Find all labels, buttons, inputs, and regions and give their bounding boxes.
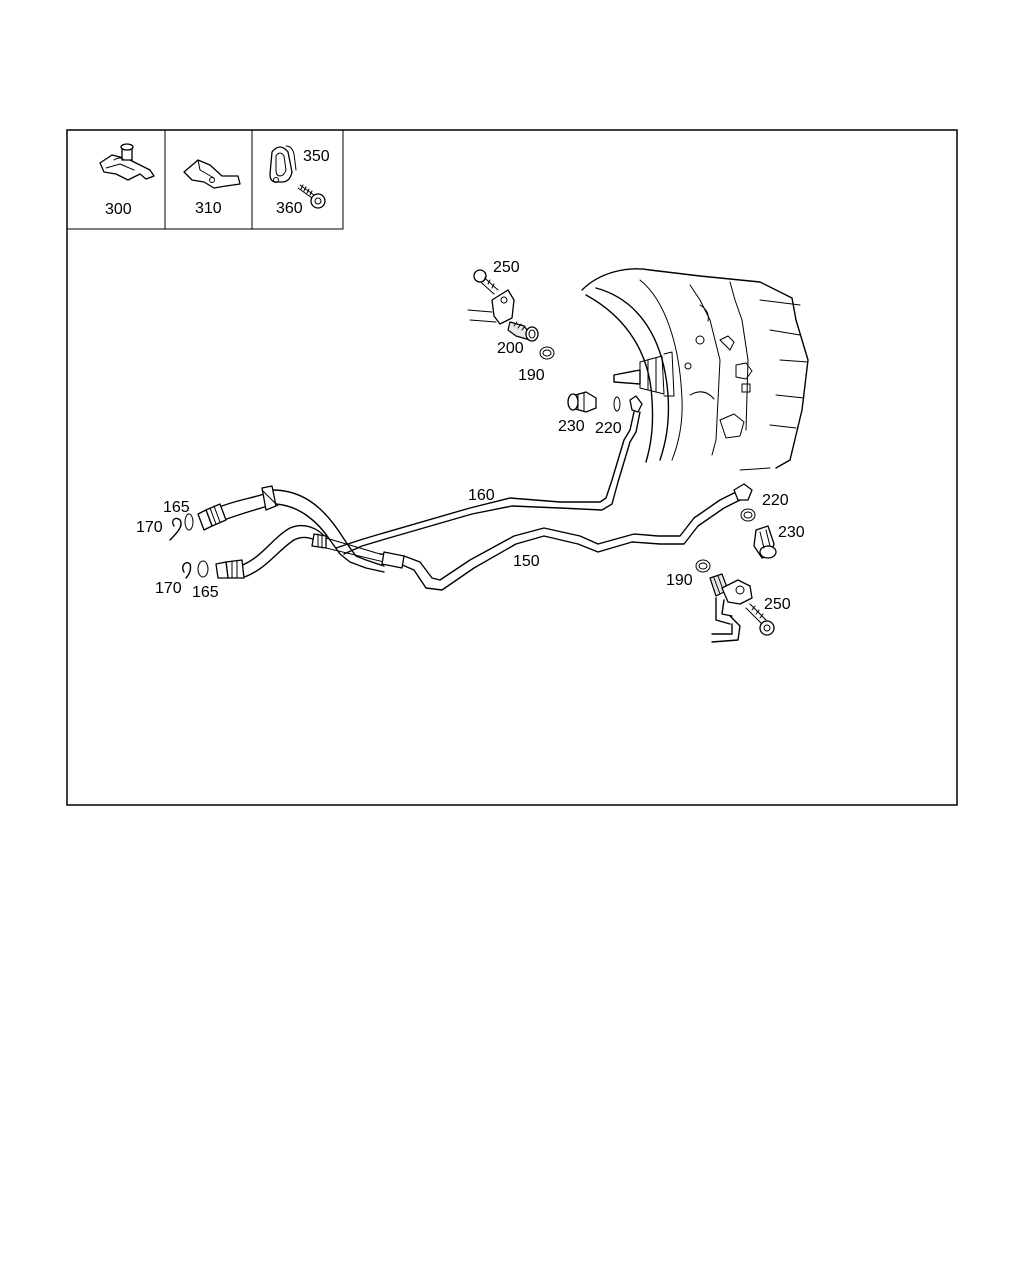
lower-right-group [695, 508, 777, 643]
callout-230-right: 230 [778, 524, 805, 541]
legend-label-300: 300 [105, 201, 132, 218]
callout-170-top: 170 [136, 519, 163, 536]
callout-220-right: 220 [762, 492, 789, 509]
bolt-icon [297, 184, 326, 209]
diagram-frame [66, 129, 958, 806]
callout-150: 150 [513, 553, 540, 570]
callout-220-top: 220 [595, 420, 622, 437]
callout-165-top: 165 [163, 499, 190, 516]
callout-250-right: 250 [764, 596, 791, 613]
legend-label-310: 310 [195, 200, 222, 217]
clip-170-bottom [181, 562, 192, 579]
bracket-clip-icon [99, 143, 155, 181]
callout-200: 200 [497, 340, 524, 357]
upper-banjo-group [567, 391, 643, 413]
clip-170-top [169, 517, 182, 541]
holder-clip-icon [183, 159, 241, 189]
legend-label-360: 360 [276, 200, 303, 217]
callout-170-bottom: 170 [155, 580, 182, 597]
callout-190-top: 190 [518, 367, 545, 384]
pipe-160 [335, 411, 641, 555]
pipe-150 [379, 483, 753, 591]
hose-lower [197, 524, 405, 579]
callout-230-top: 230 [558, 418, 585, 435]
legend-label-350: 350 [303, 148, 330, 165]
transmission-housing [581, 268, 809, 471]
upper-connection-group [467, 269, 555, 360]
hose-upper [184, 485, 385, 573]
legend-box: 300 310 350 360 [66, 129, 344, 230]
callout-160: 160 [468, 487, 495, 504]
callout-165-bottom: 165 [192, 584, 219, 601]
callout-190-right: 190 [666, 572, 693, 589]
callout-250-top: 250 [493, 259, 520, 276]
pipe-clamp-icon [269, 145, 297, 183]
